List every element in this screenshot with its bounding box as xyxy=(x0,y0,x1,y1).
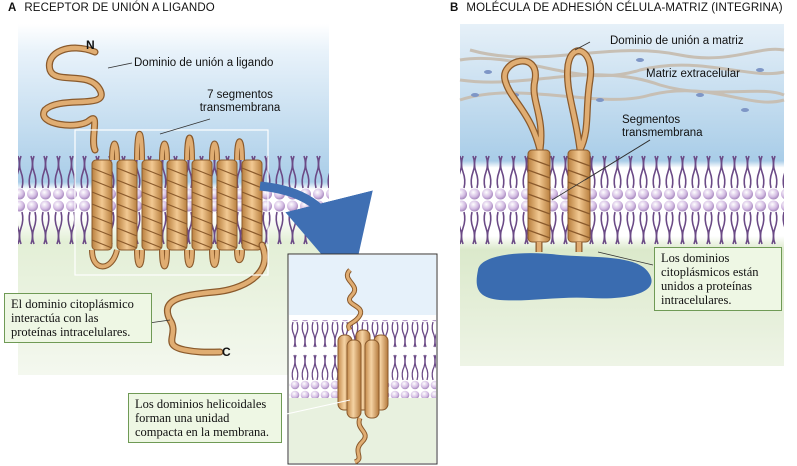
extracellular-matrix-label: Matriz extracelular xyxy=(646,68,740,80)
panel-a-title-text: RECEPTOR DE UNIÓN A LIGANDO xyxy=(24,2,215,14)
helical-note: Los dominios helicoidales forman una uni… xyxy=(128,393,282,443)
panel-a-inset xyxy=(287,253,438,465)
integrin xyxy=(501,47,595,252)
n-terminus-label: N xyxy=(86,38,95,52)
panel-b-title-text: MOLÉCULA DE ADHESIÓN CÉLULA-MATRIZ (INTE… xyxy=(466,2,783,14)
segments-label-b-line1: Segmentos xyxy=(622,114,681,126)
matrix-domain-label: Dominio de unión a matriz xyxy=(610,35,744,47)
intracellular-protein-blob xyxy=(476,253,652,301)
cytoplasmic-note-b: Los dominios citoplásmicos están unidos … xyxy=(654,247,782,311)
zoom-arrow xyxy=(259,181,373,289)
panel-a-letter: A xyxy=(8,2,17,14)
c-terminus-label: C xyxy=(222,345,231,359)
cytoplasmic-note-a: El dominio citoplásmico interactúa con l… xyxy=(4,293,152,343)
ligand-domain-label: Dominio de unión a ligando xyxy=(134,57,274,69)
panel-a-ligand-domain xyxy=(41,45,104,153)
matrix-particles xyxy=(471,58,764,112)
segments-label-a: 7 segmentos transmembrana xyxy=(180,89,300,115)
segments-label-a-line2: transmembrana xyxy=(199,102,281,114)
segments-label-b: Segmentos transmembrana xyxy=(622,114,703,140)
panel-b-title: B MOLÉCULA DE ADHESIÓN CÉLULA-MATRIZ (INT… xyxy=(450,2,783,14)
panel-a-helices xyxy=(89,131,263,270)
segments-label-a-line1: 7 segmentos xyxy=(207,89,273,101)
panel-b-letter: B xyxy=(450,2,459,14)
panel-a-highlight-box xyxy=(74,129,269,276)
panel-b-membrane xyxy=(460,150,784,250)
panel-a-title: A RECEPTOR DE UNIÓN A LIGANDO xyxy=(8,2,215,14)
segments-label-b-line2: transmembrana xyxy=(622,127,703,139)
